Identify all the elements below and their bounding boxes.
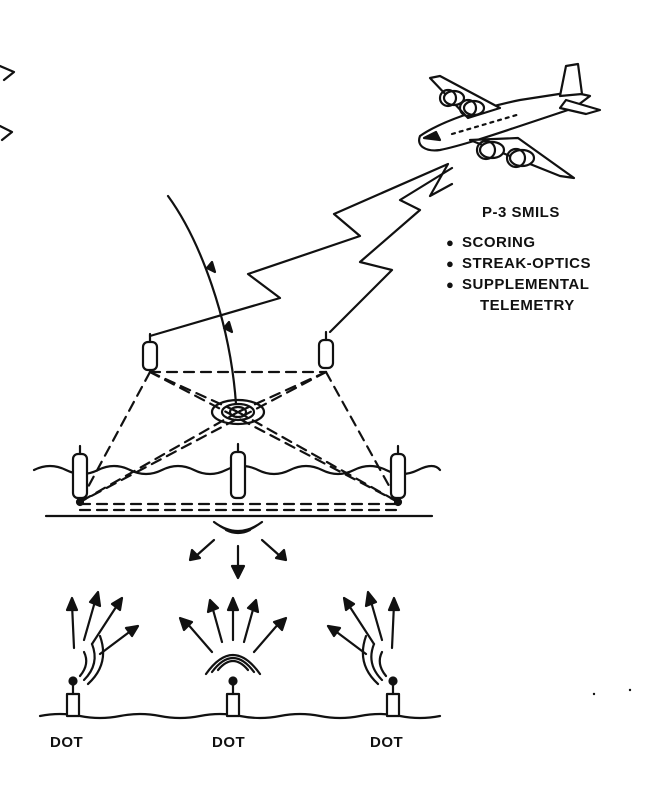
bullet-icon: ● <box>446 256 455 271</box>
function-item: ●STREAK-OPTICS <box>446 255 592 272</box>
dot-unit-right <box>326 590 401 718</box>
trajectory-line <box>166 194 238 406</box>
impact-ripple <box>210 398 266 426</box>
edge-fragments <box>0 64 16 142</box>
surface-buoy-left <box>71 444 89 507</box>
bullet-icon: ● <box>446 277 455 292</box>
buoy-dashed-links <box>78 370 400 512</box>
bullet-icon: ● <box>446 235 455 250</box>
scan-specks <box>592 688 632 696</box>
telemetry-link-right <box>328 166 454 334</box>
aircraft-function-list: ●SCORING ●STREAK-OPTICS ●SUPPLEMENTAL TE… <box>446 232 591 316</box>
aircraft-title: P-3 SMILS <box>482 204 560 221</box>
acoustic-emission-center <box>188 520 288 580</box>
telemetry-link-left <box>148 162 454 338</box>
surface-buoy-right <box>389 444 407 507</box>
dot-label-right: DOT <box>370 734 404 751</box>
dot-label-left: DOT <box>50 734 84 751</box>
p3-aircraft-icon <box>418 62 602 180</box>
function-item: ●SCORING <box>446 234 536 251</box>
surface-buoy-upper-right <box>317 330 335 370</box>
dot-unit-left <box>65 590 140 718</box>
dot-unit-center <box>178 596 288 718</box>
function-item-continuation: TELEMETRY <box>480 297 575 314</box>
surface-buoy-center <box>229 442 247 500</box>
function-item: ●SUPPLEMENTAL <box>446 276 590 293</box>
surface-buoy-upper-left <box>141 332 159 372</box>
dot-label-center: DOT <box>212 734 246 751</box>
